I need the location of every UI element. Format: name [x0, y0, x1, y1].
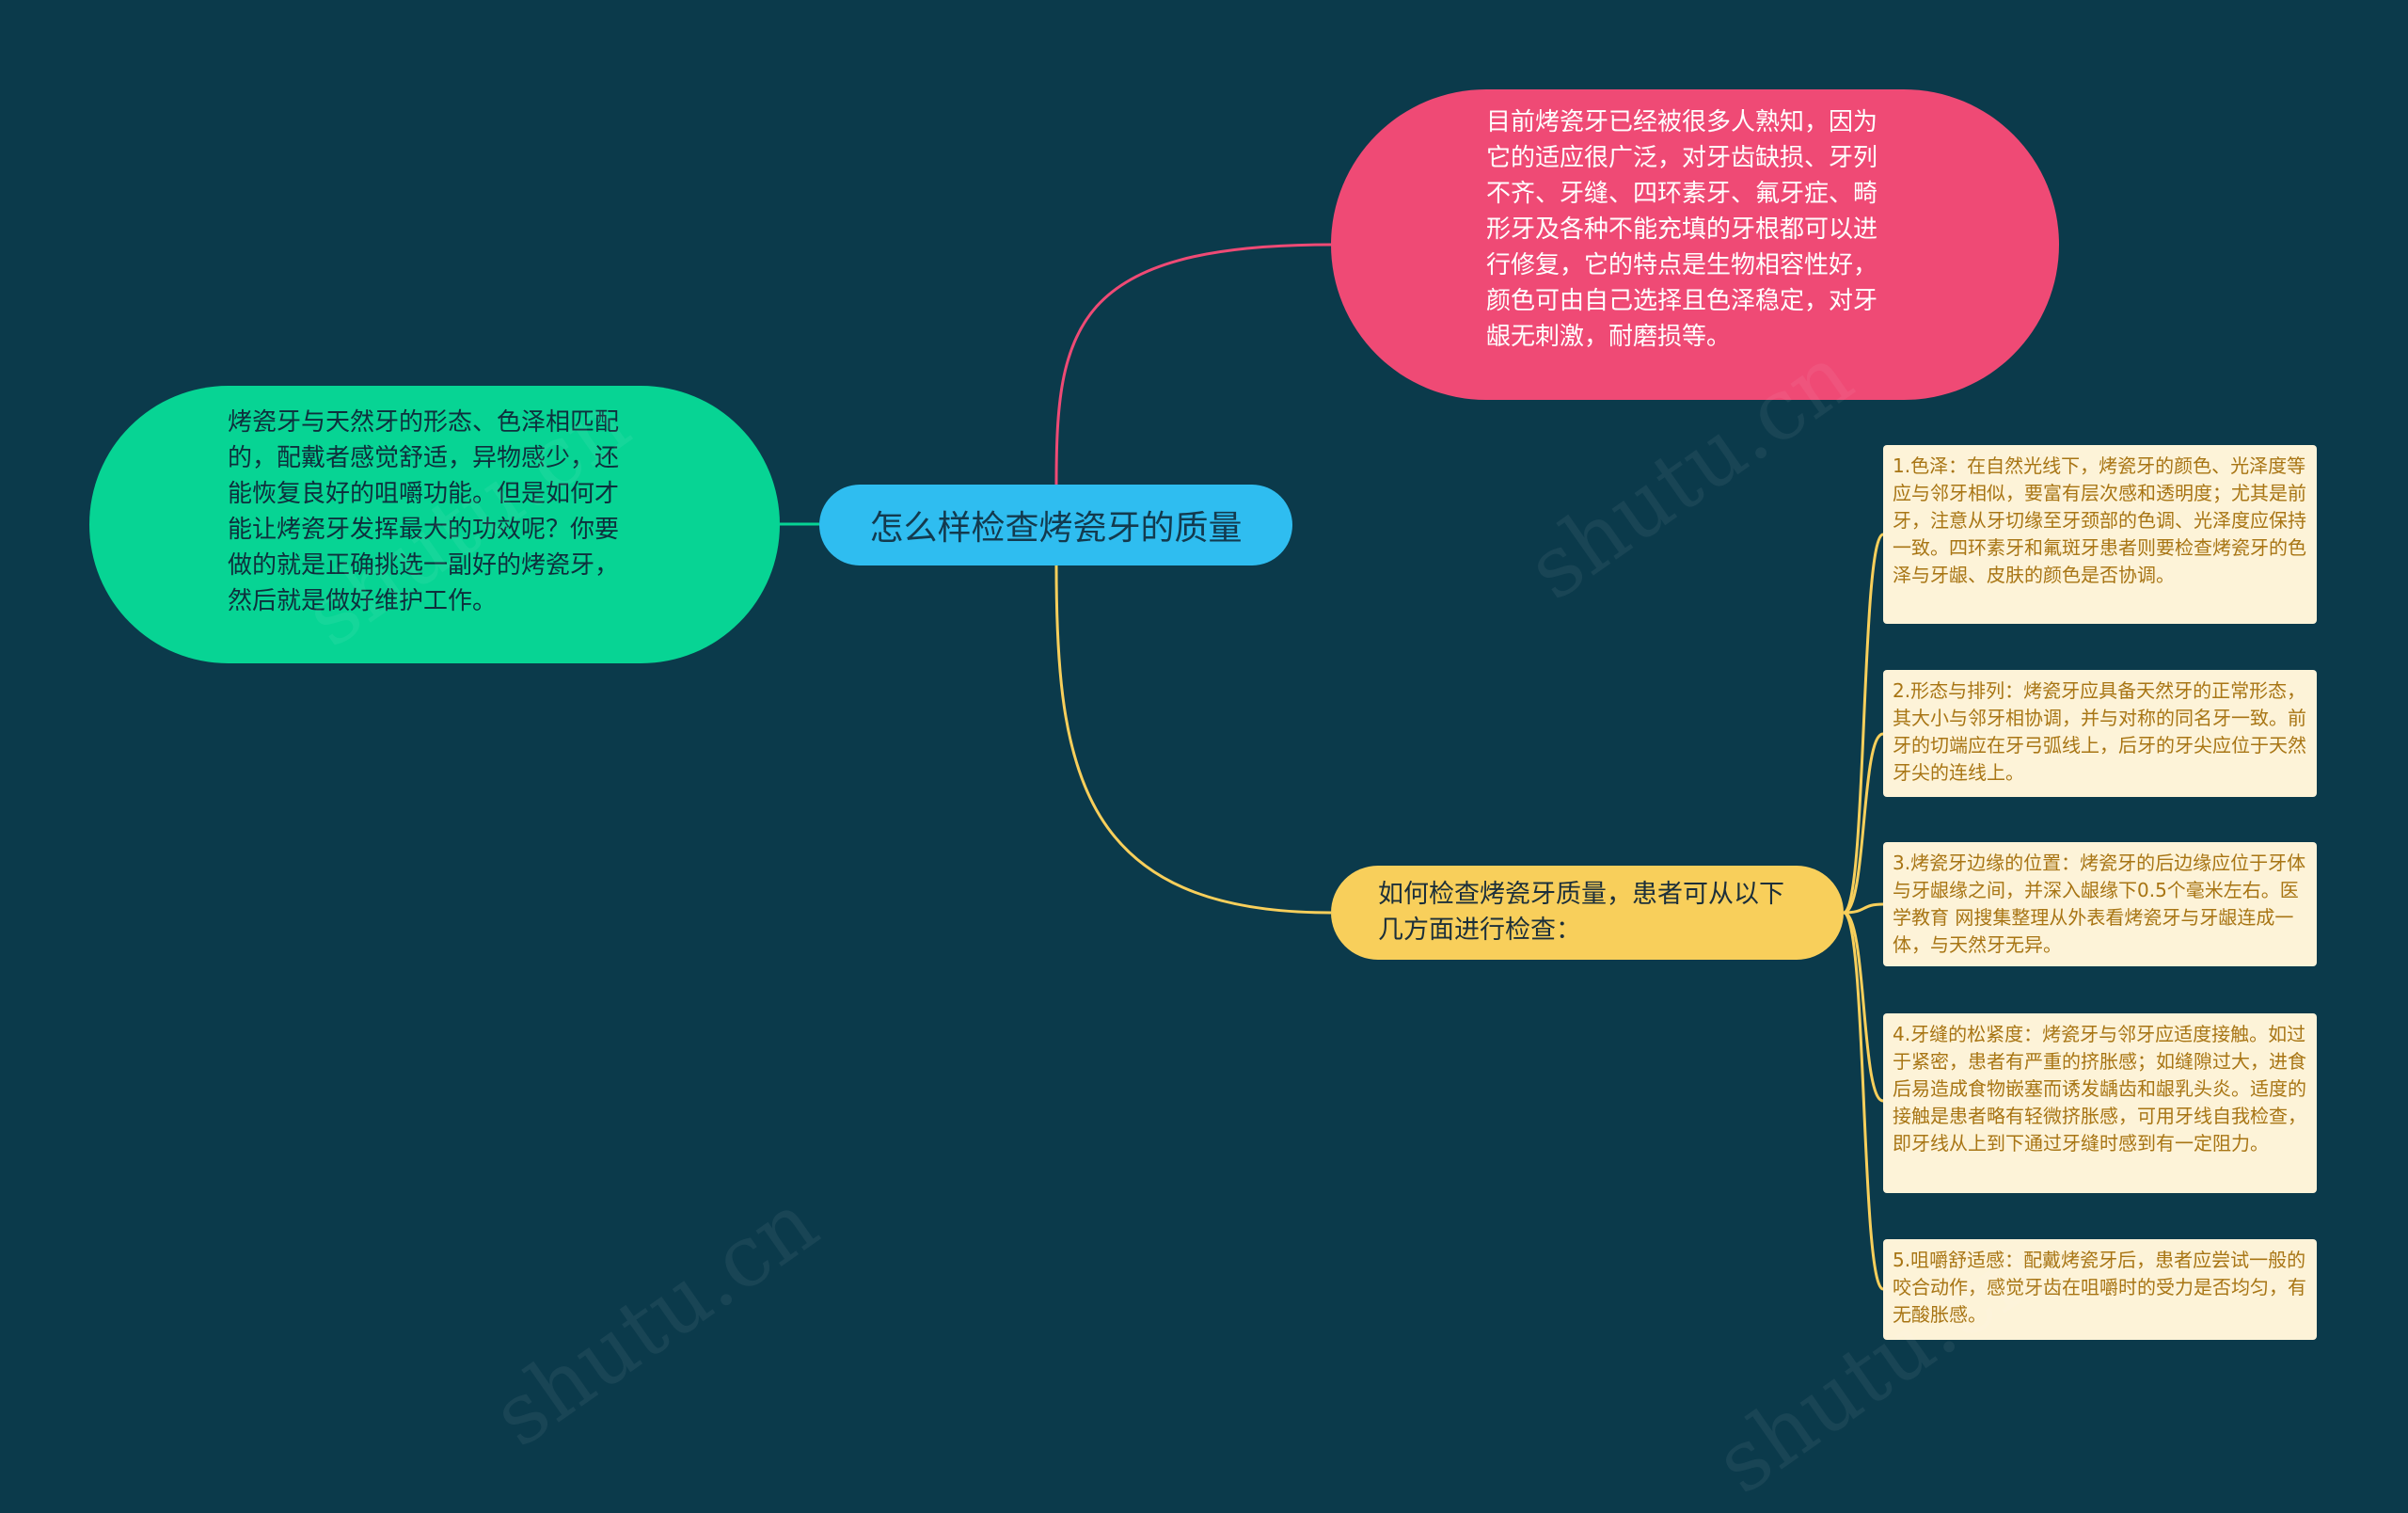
leaf-chewing[interactable]: 5.咀嚼舒适感：配戴烤瓷牙后，患者应尝试一般的咬合动作，感觉牙齿在咀嚼时的受力是…	[1883, 1239, 2317, 1340]
intro-node-text: 烤瓷牙与天然牙的形态、色泽相匹配的，配戴者感觉舒适，异物感少，还能恢复良好的咀嚼…	[228, 408, 620, 615]
leaf-gap[interactable]: 4.牙缝的松紧度：烤瓷牙与邻牙应适度接触。如过于紧密，患者有严重的挤胀感；如缝隙…	[1883, 1013, 2317, 1193]
leaf-shape[interactable]: 2.形态与排列：烤瓷牙应具备天然牙的正常形态，其大小与邻牙相协调，并与对称的同名…	[1883, 670, 2317, 797]
leaf-color-text: 1.色泽：在自然光线下，烤瓷牙的颜色、光泽度等应与邻牙相似，要富有层次感和透明度…	[1893, 454, 2306, 586]
link-center-top	[1054, 243, 1332, 486]
link-mid-leaf-4	[1843, 911, 1884, 1103]
leaf-color[interactable]: 1.色泽：在自然光线下，烤瓷牙的颜色、光泽度等应与邻牙相似，要富有层次感和透明度…	[1883, 445, 2317, 624]
mind-map: 怎么样检查烤瓷牙的质量 烤瓷牙与天然牙的形态、色泽相匹配的，配戴者感觉舒适，异物…	[89, 89, 2317, 1513]
link-mid-leaf-3	[1843, 902, 1884, 915]
link-center-mid	[1054, 565, 1332, 915]
leaf-shape-text: 2.形态与排列：烤瓷牙应具备天然牙的正常形态，其大小与邻牙相协调，并与对称的同名…	[1893, 679, 2306, 784]
leaf-gap-text: 4.牙缝的松紧度：烤瓷牙与邻牙应适度接触。如过于紧密，患者有严重的挤胀感；如缝隙…	[1893, 1023, 2306, 1155]
leaf-edge[interactable]: 3.烤瓷牙边缘的位置：烤瓷牙的后边缘应位于牙体与牙龈缘之间，并深入龈缘下0.5个…	[1883, 842, 2317, 966]
link-mid-leaf-1	[1843, 533, 1885, 915]
check-methods-node-text: 如何检查烤瓷牙质量，患者可从以下几方面进行检查：	[1378, 880, 1784, 945]
link-mid-leaf-2	[1843, 732, 1884, 915]
connector-lines	[780, 243, 1885, 1291]
intro-node[interactable]: 烤瓷牙与天然牙的形态、色泽相匹配的，配戴者感觉舒适，异物感少，还能恢复良好的咀嚼…	[89, 386, 780, 663]
leaf-edge-text: 3.烤瓷牙边缘的位置：烤瓷牙的后边缘应位于牙体与牙龈缘之间，并深入龈缘下0.5个…	[1893, 852, 2306, 956]
check-methods-node[interactable]: 如何检查烤瓷牙质量，患者可从以下几方面进行检查：	[1331, 866, 1844, 960]
leaf-chewing-text: 5.咀嚼舒适感：配戴烤瓷牙后，患者应尝试一般的咬合动作，感觉牙齿在咀嚼时的受力是…	[1893, 1249, 2306, 1326]
background-node-text: 目前烤瓷牙已经被很多人熟知，因为它的适应很广泛，对牙齿缺损、牙列不齐、牙缝、四环…	[1486, 108, 1878, 351]
background-node[interactable]: 目前烤瓷牙已经被很多人熟知，因为它的适应很广泛，对牙齿缺损、牙列不齐、牙缝、四环…	[1331, 89, 2059, 400]
link-mid-leaf-5	[1843, 911, 1885, 1291]
central-topic[interactable]: 怎么样检查烤瓷牙的质量	[819, 485, 1292, 565]
central-topic-label: 怎么样检查烤瓷牙的质量	[869, 509, 1243, 548]
